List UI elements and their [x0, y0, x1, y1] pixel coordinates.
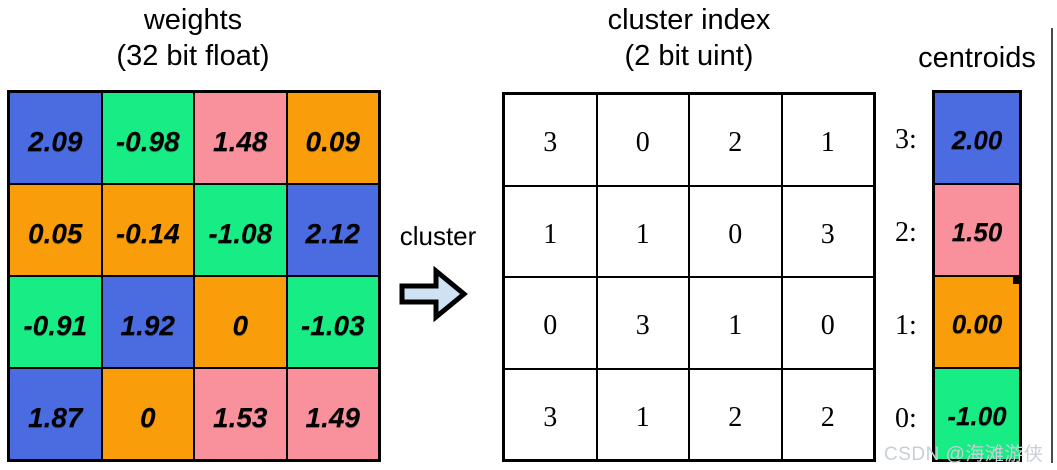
cluster-operation-label: cluster	[399, 221, 477, 251]
centroid-label: 1:	[895, 309, 917, 341]
cluster-index-cell: 1	[689, 277, 782, 369]
cluster-index-title: cluster index (2 bit uint)	[502, 2, 876, 74]
cluster-index-cell: 0	[781, 277, 874, 369]
centroid-label: 3:	[895, 123, 917, 155]
centroids-column: 2.00 1.50 0.00 -1.00	[932, 90, 1022, 462]
weight-cell: 1.48	[194, 92, 287, 184]
cluster-index-cell: 3	[781, 185, 874, 277]
cluster-index-cell: 1	[596, 368, 689, 460]
weight-cell: 0	[101, 368, 194, 460]
weight-cell: -1.08	[194, 184, 287, 276]
weights-title-line1: weights	[143, 4, 243, 36]
weight-cell: 1.92	[101, 276, 194, 368]
cluster-index-title-line1: cluster index	[607, 4, 771, 36]
weight-cell: 0.05	[9, 184, 102, 276]
centroid-label: 2:	[895, 216, 917, 248]
slide-edge-line	[1051, 28, 1053, 463]
centroid-cell: 0.00	[934, 276, 1020, 368]
weight-cell: 0.09	[286, 92, 379, 184]
cluster-index-cell: 3	[504, 94, 597, 186]
cluster-index-cell: 1	[504, 185, 597, 277]
weights-matrix: 2.09 -0.98 1.48 0.09 0.05 -0.14 -1.08 2.…	[7, 90, 381, 462]
right-arrow-icon	[399, 266, 468, 323]
cluster-index-matrix: 3 0 2 1 1 1 0 3 0 3 1 0 3 1 2 2	[502, 92, 876, 462]
weight-cell: 2.12	[286, 184, 379, 276]
centroid-label: 0:	[895, 402, 917, 434]
right-arrow-shape	[399, 266, 468, 323]
cluster-index-title-line2: (2 bit uint)	[624, 40, 754, 72]
weight-cell: 0	[194, 276, 287, 368]
weight-cell: -0.14	[101, 184, 194, 276]
selection-handle-dot	[1013, 276, 1021, 284]
csdn-watermark: CSDN @海滩游侠	[884, 444, 1044, 465]
weight-cell: -0.98	[101, 92, 194, 184]
cluster-index-cell: 1	[596, 185, 689, 277]
centroids-title: centroids	[918, 42, 1036, 74]
weight-cell: -1.03	[286, 276, 379, 368]
centroid-cell: 1.50	[934, 184, 1020, 276]
cluster-index-cell: 3	[596, 277, 689, 369]
centroid-index-labels: 3: 2: 1: 0:	[895, 90, 929, 462]
weight-cell: 1.53	[194, 368, 287, 460]
weights-title: weights (32 bit float)	[10, 2, 376, 74]
centroid-cell: 2.00	[934, 92, 1020, 184]
cluster-index-cell: 0	[596, 94, 689, 186]
weight-cell: 2.09	[9, 92, 102, 184]
cluster-index-cell: 0	[689, 185, 782, 277]
weight-cell: 1.87	[9, 368, 102, 460]
weight-cell: 1.49	[286, 368, 379, 460]
centroid-cell: -1.00	[934, 368, 1020, 460]
cluster-index-cell: 3	[504, 368, 597, 460]
cluster-index-cell: 1	[781, 94, 874, 186]
cluster-index-cell: 2	[689, 94, 782, 186]
cluster-index-cell: 0	[504, 277, 597, 369]
weight-cell: -0.91	[9, 276, 102, 368]
cluster-index-cell: 2	[781, 368, 874, 460]
cluster-index-cell: 2	[689, 368, 782, 460]
weights-title-line2: (32 bit float)	[116, 40, 270, 72]
